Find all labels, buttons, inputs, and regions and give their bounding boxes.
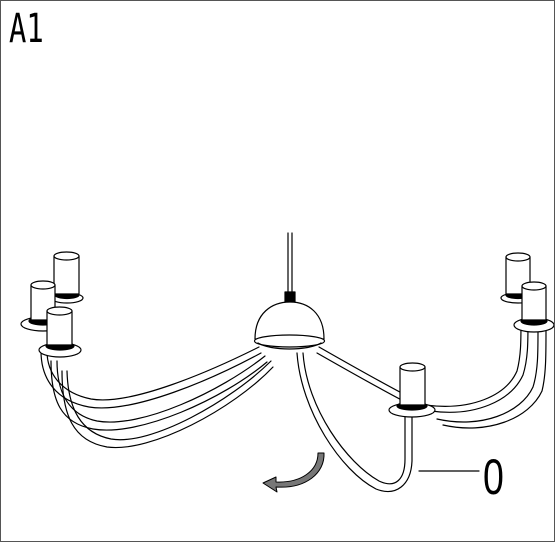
candle-back-left (50, 251, 84, 304)
step-label: A1 (9, 6, 44, 52)
rotate-counterclockwise-arrow-icon (262, 452, 325, 493)
candle-front-center (388, 362, 436, 418)
part-label: 0 (483, 449, 504, 505)
front-loop-arm (296, 352, 413, 493)
suspension-rod (284, 232, 296, 303)
left-arm-bundle (40, 346, 274, 449)
right-arm-bundle (316, 320, 547, 429)
candle-middle-right (513, 281, 554, 333)
dome-hub (253, 301, 326, 350)
candle-front-left (38, 306, 82, 358)
